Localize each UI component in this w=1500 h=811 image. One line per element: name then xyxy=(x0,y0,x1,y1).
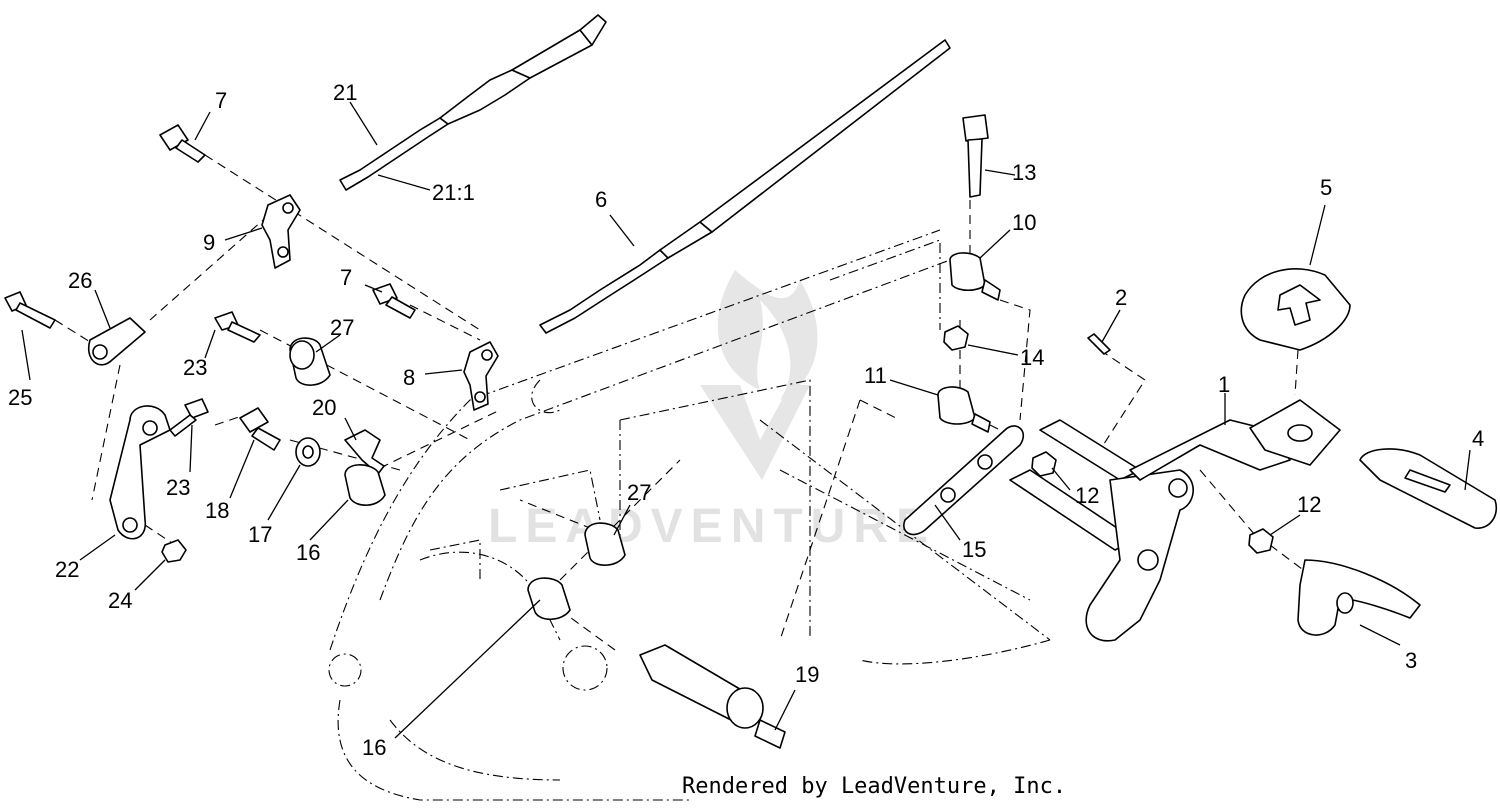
callout-13: 13 xyxy=(1012,160,1036,185)
callout-12-upper: 12 xyxy=(1075,483,1099,508)
callout-21-1: 21:1 xyxy=(432,180,475,205)
assembly-lines xyxy=(54,154,1331,651)
callout-3: 3 xyxy=(1405,648,1417,673)
callout-12-lower: 12 xyxy=(1297,492,1321,517)
small-parts xyxy=(4,124,786,749)
callout-17: 17 xyxy=(248,522,272,547)
callout-11: 11 xyxy=(864,363,887,388)
callouts: 1 2 3 4 5 6 7 7 8 9 10 11 12 12 13 14 15… xyxy=(8,80,1484,760)
callout-16-lower: 16 xyxy=(362,735,386,760)
callout-25: 25 xyxy=(8,385,32,410)
callout-27-upper: 27 xyxy=(330,315,354,340)
callout-7-mid: 7 xyxy=(340,265,352,290)
callout-16-upper: 16 xyxy=(296,540,320,565)
callout-19: 19 xyxy=(795,662,819,687)
callout-6: 6 xyxy=(595,187,607,212)
callout-15: 15 xyxy=(962,537,986,562)
watermark-flame-icon xyxy=(717,270,818,400)
callout-5: 5 xyxy=(1320,175,1332,200)
callout-18: 18 xyxy=(205,498,229,523)
callout-2: 2 xyxy=(1115,285,1127,310)
watermark-text: LEADVENTURE xyxy=(488,500,936,553)
callout-27-lower: 27 xyxy=(627,480,651,505)
callout-23-upper: 23 xyxy=(183,355,207,380)
callout-24: 24 xyxy=(108,588,132,613)
callout-10: 10 xyxy=(1012,210,1036,235)
pedal-assembly xyxy=(903,114,1497,642)
watermark-v-icon xyxy=(700,385,810,480)
callout-20: 20 xyxy=(312,395,336,420)
callout-4: 4 xyxy=(1472,426,1484,451)
callout-23-lower: 23 xyxy=(166,475,190,500)
callout-21: 21 xyxy=(333,80,357,105)
cable-6 xyxy=(539,39,951,334)
mower-frame xyxy=(328,229,1051,801)
cable-21 xyxy=(339,14,607,191)
callout-26: 26 xyxy=(68,268,92,293)
callout-8: 8 xyxy=(403,365,415,390)
callout-1: 1 xyxy=(1218,372,1230,397)
callout-9: 9 xyxy=(203,230,215,255)
leader-lines xyxy=(21,101,1471,739)
callout-22: 22 xyxy=(55,557,79,582)
footer-credit: Rendered by LeadVenture, Inc. xyxy=(682,774,1067,799)
callout-14: 14 xyxy=(1020,345,1044,370)
callout-7-top: 7 xyxy=(215,88,227,113)
